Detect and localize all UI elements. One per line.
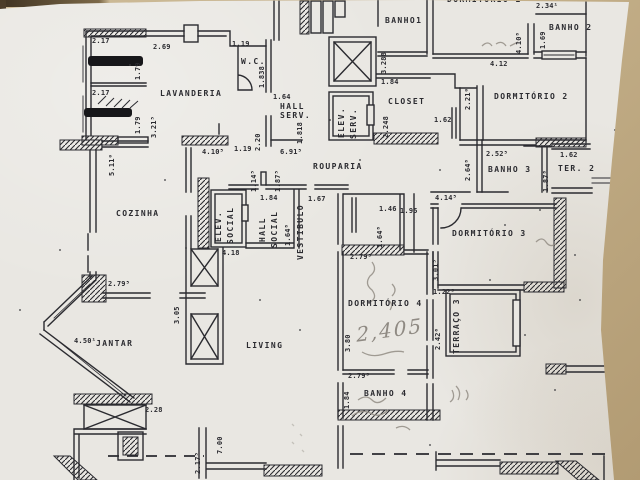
room-label-banho4: BANHO 4 [364, 389, 408, 398]
dimension-label: 1.95 [400, 207, 418, 215]
room-label-living: LIVING [246, 341, 284, 350]
dimension-label: 2.17⁵ [194, 451, 202, 474]
dimension-label: 1.84 [260, 194, 278, 202]
dimension-label: 2.79⁵ [348, 372, 371, 380]
dimension-label: 4.18 [222, 249, 240, 257]
dimension-label: 1.62 [434, 116, 452, 124]
room-label-elev-serv-2: SERV. [349, 107, 358, 139]
dimension-label: 1.64⁸ [284, 223, 292, 246]
room-label-ter2: TER. 2 [558, 164, 596, 173]
pencil-annotations [291, 41, 557, 453]
room-label-hall-social-2: SOCIAL [270, 210, 279, 248]
dimension-label: 1.14⁵ [250, 169, 258, 192]
dimension-label: 1.22⁵ [433, 288, 456, 296]
dimension-label: 2.17 [92, 89, 110, 97]
photo-edge-shadow-top [0, 0, 110, 7]
dimension-label: 1.87⁸ [542, 169, 550, 192]
dimension-label: 2.21⁰ [464, 87, 472, 110]
dimension-label: 2.79⁵ [108, 280, 131, 288]
dimension-label: 4.12 [490, 60, 508, 68]
dimension-label: 1.79 [134, 62, 142, 80]
room-label-hall-serv: HALL SERV. [280, 102, 312, 121]
dimension-label: 2.20 [254, 133, 262, 151]
room-label-closet: CLOSET [388, 97, 426, 106]
dimension-label: 4.50¹ [74, 337, 97, 345]
dimension-label: 1.818 [296, 121, 304, 144]
room-label-rouparia: ROUPARIA [313, 162, 363, 171]
paper-specks [19, 64, 616, 446]
room-label-jantar: JANTAR [96, 339, 134, 348]
room-label-dormitorio4: DORMITÓRIO 4 [348, 299, 423, 308]
dimension-label: 2.42⁶ [434, 327, 442, 350]
dimension-label: 2.34¹ [536, 2, 559, 10]
dimension-label: 3.21⁵ [150, 115, 158, 138]
hatched-walls [52, 0, 601, 480]
room-label-banho3: BANHO 3 [488, 165, 532, 174]
dimension-label: 1.19 [232, 40, 250, 48]
dimension-label: 1.46 [379, 205, 397, 213]
room-label-banho1: BANHO1 [385, 16, 423, 25]
dimension-label: 2.52⁵ [486, 150, 509, 158]
dimension-label: 4.10⁸ [515, 31, 523, 54]
dimension-label: 2.17 [92, 37, 110, 45]
dashed-terrace-line [108, 453, 608, 457]
dimension-label: 3.288 [380, 51, 388, 74]
dimension-label: 1.62 [560, 151, 578, 159]
dimension-label: 7.00 [216, 436, 224, 454]
dimension-label: 2.28 [145, 406, 163, 414]
room-label-dormitorio2: DORMITÓRIO 2 [494, 92, 569, 101]
dimension-label: 3.80 [344, 334, 352, 352]
dimension-label: 1.67 [308, 195, 326, 203]
room-label-hall-social-1: HALL [258, 217, 267, 242]
room-label-lavanderia: LAVANDERIA [160, 89, 223, 98]
room-label-vestibulo: VESTIBULO [296, 204, 305, 260]
room-label-banho2: BANHO 2 [549, 23, 593, 32]
room-label-elev-social-1: ELEV. [214, 210, 223, 242]
dimension-label: 3.05 [173, 306, 181, 324]
room-label-elev-serv-1: ELEV. [337, 106, 346, 138]
dimension-label: 2.64⁸ [464, 158, 472, 181]
dimension-label: 6.91⁵ [280, 148, 303, 156]
room-label-dormitorio1: DORMITÓRIO 1 [447, 0, 522, 4]
room-label-cozinha: COZINHA [116, 209, 160, 218]
blacked-out-marks [84, 56, 143, 117]
dimension-label: 4.14⁵ [435, 194, 458, 202]
dimension-label: 4.10⁵ [202, 148, 225, 156]
room-label-wc: W.C. [241, 57, 266, 66]
room-label-elev-social-2: SOCIAL [226, 206, 235, 244]
dimension-label: 1.64 [273, 93, 291, 101]
room-label-terraco3: TERRAÇO 3 [452, 298, 461, 354]
dimension-label: 1.64⁸ [376, 225, 384, 248]
dimension-label: 1.838 [258, 65, 266, 88]
room-label-dormitorio3: DORMITÓRIO 3 [452, 229, 527, 238]
dimension-label: 3.01⁵ [432, 258, 440, 281]
dimension-label: 1.87⁵ [274, 169, 282, 192]
dimension-label: 5.11⁰ [108, 153, 116, 176]
dimension-label: 1.19 [234, 145, 252, 153]
dimension-label: 2.79⁵ [350, 253, 373, 261]
dimension-label: 2.248 [382, 115, 390, 138]
dimension-label: 2.69 [153, 43, 171, 51]
dimension-label: 1.79 [134, 116, 142, 134]
dimension-label: 1.84 [381, 78, 399, 86]
dimension-label: 1.84 [343, 391, 351, 409]
walls [39, 0, 613, 480]
dimension-label: 1.69 [539, 31, 547, 49]
